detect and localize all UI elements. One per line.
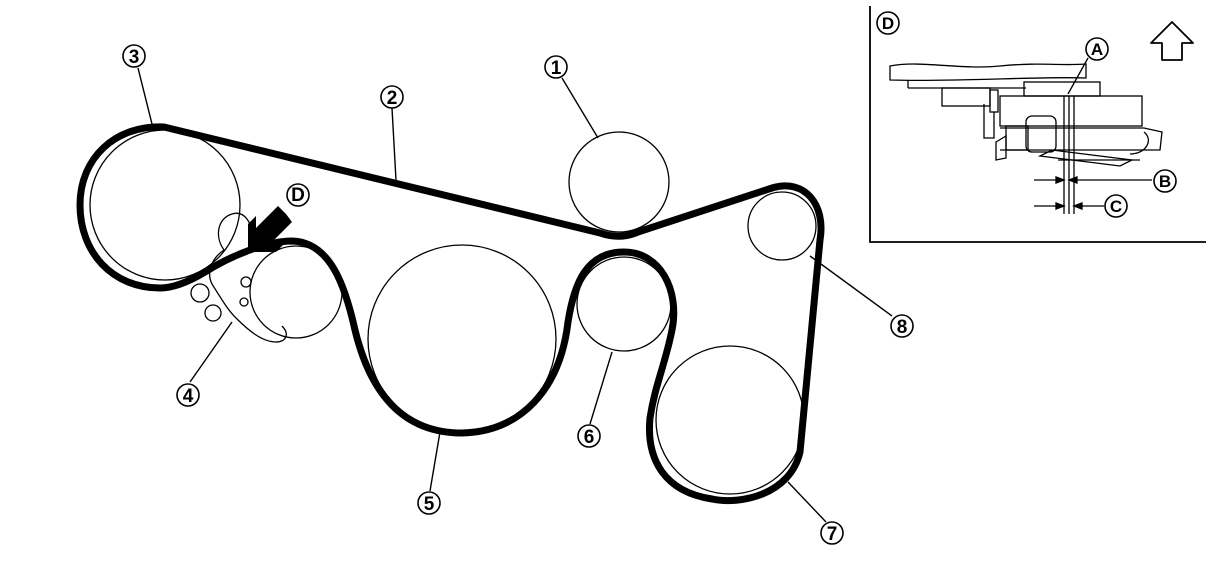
bracket-hole-4: [239, 297, 249, 307]
callout-1-label: 1: [551, 58, 562, 79]
callout-6: 6: [577, 424, 601, 448]
callout-7: 7: [820, 521, 844, 545]
callout-8: 8: [890, 314, 914, 338]
detail-frame: [869, 6, 1206, 243]
callout-1: 1: [544, 55, 568, 79]
label-a-text: A: [1091, 40, 1103, 59]
leader-4: [189, 321, 233, 383]
leader-7: [787, 481, 827, 523]
callout-6-label: 6: [584, 427, 595, 448]
callout-5-label: 5: [424, 494, 435, 515]
bracket-hole-2: [204, 304, 222, 322]
view-direction-label-ring: [286, 183, 310, 207]
bracket-hole-3: [240, 276, 252, 288]
pulley-1: [568, 131, 670, 233]
view-direction-arrow-icon: [248, 206, 292, 252]
callout-8-label: 8: [897, 317, 908, 338]
label-c: C: [1104, 194, 1128, 218]
drive-belt: [76, 123, 825, 505]
callout-4-label: 4: [183, 386, 194, 407]
label-a: A: [1085, 37, 1109, 61]
leader-lines: [137, 67, 893, 523]
leader-8: [809, 255, 893, 317]
pulley-7: [655, 345, 805, 495]
callout-7-label: 7: [827, 524, 838, 545]
detail-title-ring: [876, 11, 900, 35]
pulleys: [89, 129, 817, 495]
bracket-hole-1: [190, 283, 210, 303]
label-c-text: C: [1110, 197, 1122, 216]
detail-title: D: [882, 14, 894, 33]
leader-5: [429, 431, 441, 492]
detail-view-d: D: [869, 6, 1206, 243]
callout-4: 4: [176, 383, 200, 407]
leader-3: [137, 67, 153, 125]
mount-plate: [889, 63, 1087, 82]
callout-3-label: 3: [129, 47, 140, 68]
label-b: B: [1153, 169, 1177, 193]
callout-5: 5: [417, 491, 441, 515]
callout-2-label: 2: [387, 88, 398, 109]
view-direction-label: D: [291, 185, 305, 206]
leader-2: [391, 107, 397, 181]
label-b-text: B: [1159, 172, 1171, 191]
callout-3: 3: [122, 44, 146, 68]
dimension-markers: [1034, 57, 1152, 210]
up-arrow-icon: [1150, 21, 1194, 61]
leader-1: [561, 77, 599, 139]
pulley-6: [576, 256, 672, 352]
tensioner-detail: [889, 63, 1163, 214]
pulley-8: [747, 191, 817, 261]
leader-6: [589, 351, 613, 425]
callout-2: 2: [380, 85, 404, 109]
pulley-3-crankshaft: [89, 129, 241, 281]
